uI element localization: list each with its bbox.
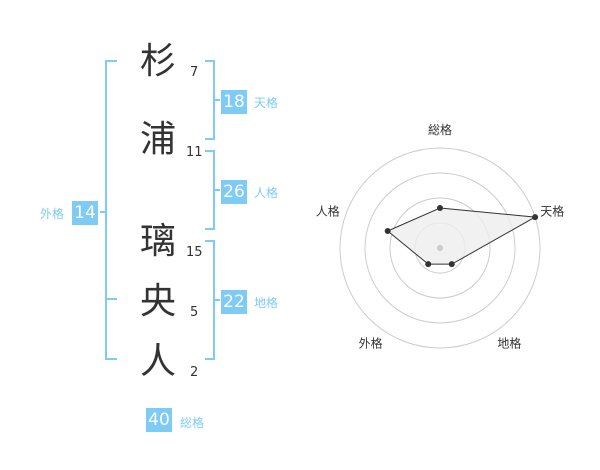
radar-point-2 — [532, 214, 539, 221]
gaikaku-label: 外格 — [40, 207, 65, 221]
radar-ring-4 — [339, 147, 541, 349]
stroke-count-1: 7 — [190, 65, 199, 80]
gaikaku-bracket — [105, 60, 117, 360]
chikaku-bracket — [205, 240, 215, 360]
name-char-5: 人 — [139, 341, 176, 382]
jinkaku-tick — [215, 189, 220, 191]
chikaku-label: 地格 — [254, 296, 279, 310]
name-char-2: 浦 — [139, 119, 176, 160]
tenkaku-tick — [215, 99, 220, 101]
radar-axis-label-5: 人格 — [316, 204, 340, 219]
tenkaku-label: 天格 — [254, 96, 279, 110]
name-char-1: 杉 — [139, 41, 176, 82]
radar-axis-label-2: 天格 — [540, 204, 564, 219]
name-char-4: 央 — [139, 281, 176, 322]
radar-ring-3 — [364, 172, 516, 324]
gaikaku-tick — [100, 211, 105, 213]
stroke-count-3: 15 — [186, 245, 203, 260]
soukaku-label: 総格 — [180, 416, 205, 430]
stroke-count-5: 2 — [190, 365, 199, 380]
radar-axis-label-1: 総格 — [428, 122, 452, 137]
tenkaku-bracket — [205, 60, 215, 140]
soukaku-value: 40 — [146, 408, 172, 432]
jinkaku-label: 人格 — [254, 186, 279, 200]
radar-point-4 — [425, 261, 432, 268]
radar-point-5 — [384, 228, 391, 235]
radar-point-3 — [448, 261, 455, 268]
chikaku-tick — [215, 299, 220, 301]
radar-ring-2 — [389, 197, 491, 299]
radar-polygon — [386, 207, 537, 265]
radar-axis-label-4: 外格 — [359, 335, 383, 350]
chikaku-value: 22 — [221, 290, 247, 314]
radar-point-1 — [437, 205, 443, 211]
tenkaku-value: 18 — [221, 90, 247, 114]
gaikaku-split-tick — [105, 298, 117, 300]
stroke-count-4: 5 — [190, 305, 199, 320]
jinkaku-bracket — [205, 150, 215, 230]
gaikaku-value: 14 — [72, 201, 98, 225]
stroke-count-2: 11 — [186, 145, 203, 160]
jinkaku-value: 26 — [221, 180, 247, 204]
name-char-3: 璃 — [139, 221, 176, 262]
radar-center — [437, 245, 443, 251]
radar-axis-label-3: 地格 — [497, 335, 521, 350]
